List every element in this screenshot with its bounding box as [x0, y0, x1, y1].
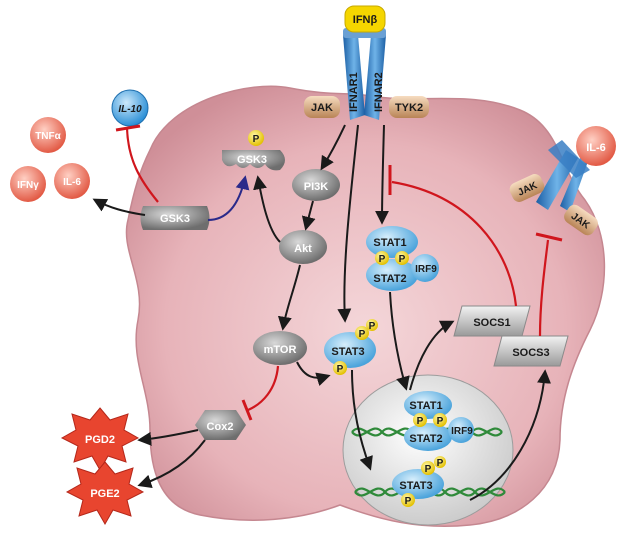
mtor-node: mTOR	[253, 331, 307, 365]
phospho-label: P	[253, 134, 260, 145]
mtor-label: mTOR	[264, 344, 297, 356]
pgd2-molecule: PGD2	[60, 407, 140, 472]
ifnar1-label: IFNAR1	[348, 72, 360, 112]
il6-ligand: IL-6	[576, 126, 616, 166]
socs1-inhibit-line	[391, 180, 518, 307]
il10-label: IL-10	[118, 104, 142, 115]
socs3-inhibit-bar	[535, 232, 563, 242]
irf9-nuc-label: IRF9	[451, 426, 473, 437]
isgf3-nucleus	[404, 391, 474, 451]
akt-to-gsk3-arrow	[253, 175, 281, 243]
pi3k-node: PI3K	[292, 169, 340, 201]
il6-receptor	[536, 140, 592, 212]
pi3k-to-akt-arrow	[301, 200, 316, 231]
il6-cytokine: IL-6	[54, 163, 90, 199]
cox2-node: Cox2	[195, 410, 246, 440]
akt-label: Akt	[294, 243, 312, 255]
pgd2-label: PGD2	[85, 434, 115, 446]
akt-node: Akt	[279, 230, 327, 264]
stat1-cyto-p2: P	[399, 254, 406, 265]
isgf3-cytoplasm	[366, 226, 439, 291]
tyk2-label: TYK2	[395, 102, 423, 114]
tnfa-cytokine: TNFα	[30, 117, 66, 153]
phospho-gsk3: P	[248, 130, 264, 146]
stat3-nuc-label: STAT3	[399, 480, 432, 492]
gsk3-left-label: GSK3	[160, 213, 190, 225]
stat3-nuc-p2: P	[437, 458, 444, 469]
pi3k-label: PI3K	[304, 181, 329, 193]
akt-to-mtor-arrow	[277, 264, 301, 331]
stat1-cyto-p1: P	[379, 254, 386, 265]
stat2-cyto-label: STAT2	[373, 273, 406, 285]
ifnb-ligand: IFNβ	[344, 5, 386, 33]
il10-inhibit-bar	[115, 124, 141, 132]
socs3-inhibit-line	[538, 239, 550, 337]
pge2-molecule: PGE2	[65, 461, 145, 526]
cox2-to-pge2-arrow	[137, 439, 206, 489]
ifnar2-label: IFNAR2	[373, 72, 385, 112]
tyk2-kinase: TYK2	[389, 96, 429, 118]
mtor-to-stat3-arrow	[296, 361, 331, 386]
cox2-label: Cox2	[207, 421, 234, 433]
mtor-inhibit-line	[247, 365, 280, 412]
il6-receptor-label: IL-6	[586, 142, 606, 154]
ifng-label: IFNγ	[17, 180, 39, 191]
irf9-cyto-label: IRF9	[415, 264, 437, 275]
stat3-cytoplasm: STAT3	[324, 319, 378, 375]
mtor-inhibit-bar	[241, 399, 253, 421]
stat3-cyto-p2: P	[337, 364, 344, 375]
jak-to-pi3k-arrow	[320, 124, 346, 171]
jak-kinase: JAK	[304, 96, 340, 118]
cox2-to-pgd2-arrow	[137, 429, 199, 446]
isgf3-to-nucleus-arrow	[389, 291, 410, 391]
socs3-label: SOCS3	[512, 347, 549, 359]
ifng-cytokine: IFNγ	[10, 166, 46, 202]
stat1-nuc-p2: P	[437, 416, 444, 427]
stat2-nuc-label: STAT2	[409, 433, 442, 445]
stat3-cyto-p3: P	[369, 321, 376, 332]
il10-inhibit-line	[125, 127, 159, 203]
stat3-nucleus	[392, 456, 446, 507]
stat1-nuc-label: STAT1	[409, 400, 442, 412]
socs1-label: SOCS1	[473, 317, 510, 329]
pge2-label: PGE2	[90, 488, 119, 500]
stat3-nuc-p1: P	[425, 464, 432, 475]
jak-to-stat3-arrow	[337, 124, 359, 323]
stat3-cyto-p1: P	[359, 329, 366, 340]
gsk3-phospho-arrow	[207, 175, 250, 221]
nucleus-to-socs3-arrow	[469, 369, 552, 501]
stat3-to-nucleus-arrow	[351, 369, 373, 471]
gsk3-node-top: GSK3	[222, 150, 285, 171]
ifnb-label: IFNβ	[353, 14, 378, 26]
il6-jak-right: JAK	[564, 204, 598, 236]
gsk3-top-label: GSK3	[237, 154, 267, 166]
tyk2-to-stat1-arrow	[375, 124, 390, 225]
il6-jak-left: JAK	[509, 174, 545, 202]
stat3-cyto-label: STAT3	[331, 346, 364, 358]
stat1-cyto-label: STAT1	[373, 237, 406, 249]
stat1-nuc-p1: P	[417, 416, 424, 427]
socs1-node: SOCS1	[453, 305, 531, 337]
il10-ligand: IL-10	[111, 89, 149, 127]
nucleus-to-socs1-arrow	[409, 320, 455, 391]
gsk3-to-cytokines-arrow	[92, 198, 146, 216]
stat3-nuc-p3: P	[405, 496, 412, 507]
il6-small-label: IL-6	[63, 177, 81, 188]
socs3-node: SOCS3	[493, 335, 569, 367]
gsk3-node-left: GSK3	[140, 206, 210, 230]
jak-label: JAK	[311, 102, 333, 114]
tnfa-label: TNFα	[35, 131, 61, 142]
